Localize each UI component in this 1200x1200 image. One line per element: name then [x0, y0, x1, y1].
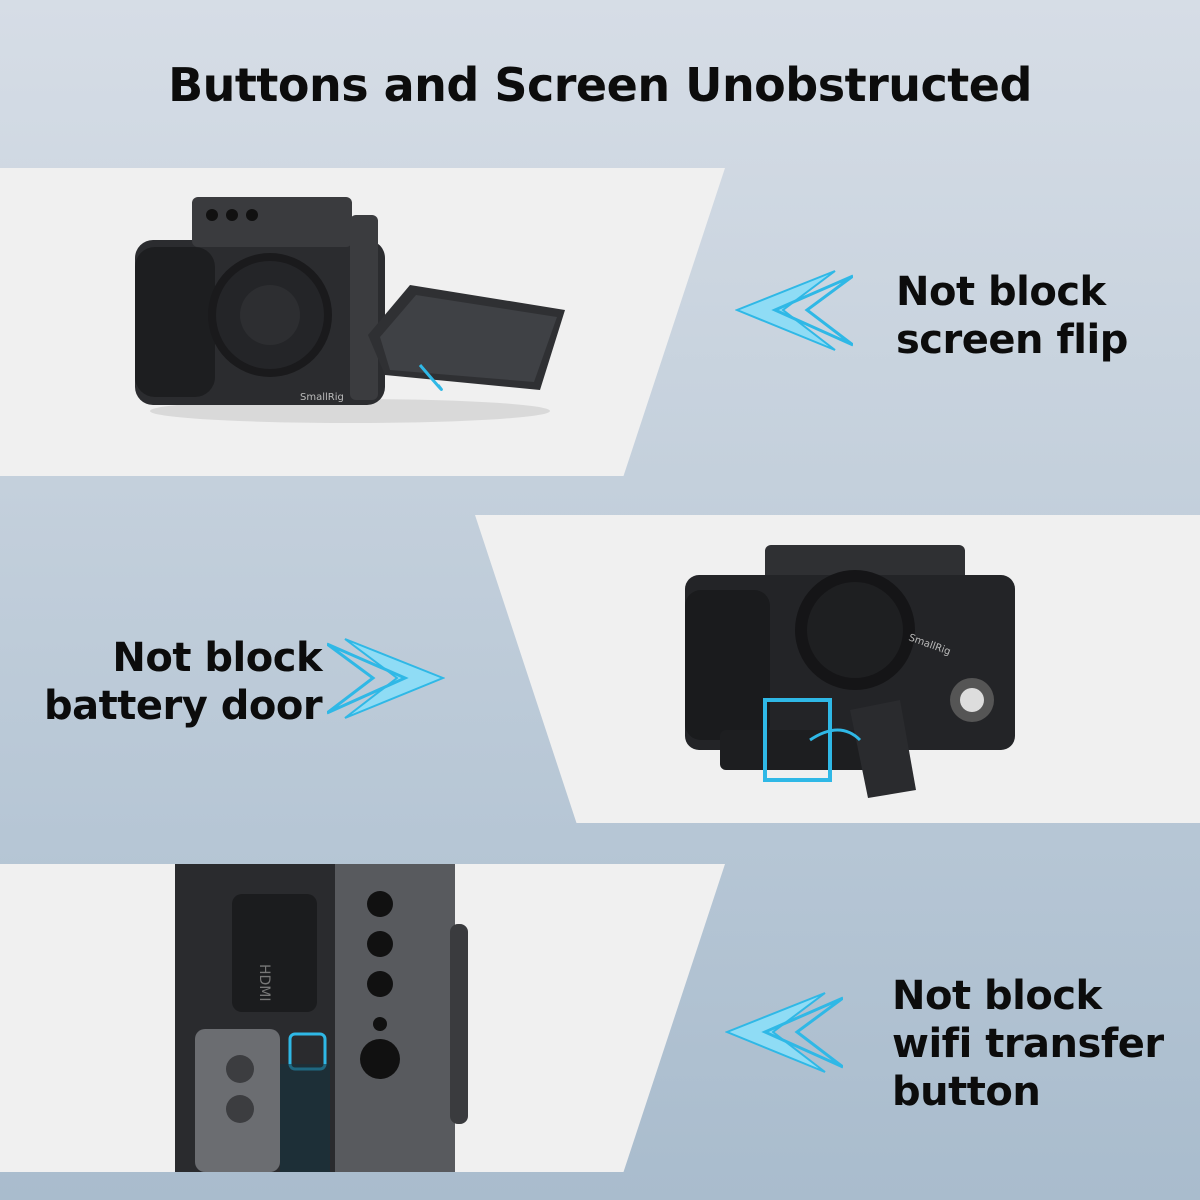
camera-cage-battery-door-image: SmallRig [685, 545, 1015, 798]
caption-line: Not block [892, 973, 1102, 1019]
feature-caption-battery-door: Not block battery door [44, 634, 323, 730]
caption-line: screen flip [896, 317, 1128, 363]
camera-cage-side-ports-image: HDMI [175, 864, 468, 1172]
double-chevron-left-icon [725, 992, 843, 1073]
caption-line: wifi transfer [892, 1021, 1164, 1067]
caption-line: Not block [112, 635, 323, 681]
brand-mark-text: SmallRig [300, 392, 344, 403]
feature-caption-wifi-button: Not block wifi transfer button [892, 972, 1164, 1116]
double-chevron-left-icon [735, 270, 853, 351]
caption-line: battery door [44, 683, 323, 729]
double-chevron-right-icon [327, 638, 445, 719]
page-title: Buttons and Screen Unobstructed [168, 58, 1032, 112]
caption-line: Not block [896, 269, 1106, 315]
caption-line: button [892, 1069, 1041, 1115]
hdmi-label: HDMI [256, 964, 272, 1002]
feature-caption-screen-flip: Not block screen flip [896, 268, 1128, 364]
camera-cage-screen-flip-image: SmallRig [135, 197, 565, 423]
